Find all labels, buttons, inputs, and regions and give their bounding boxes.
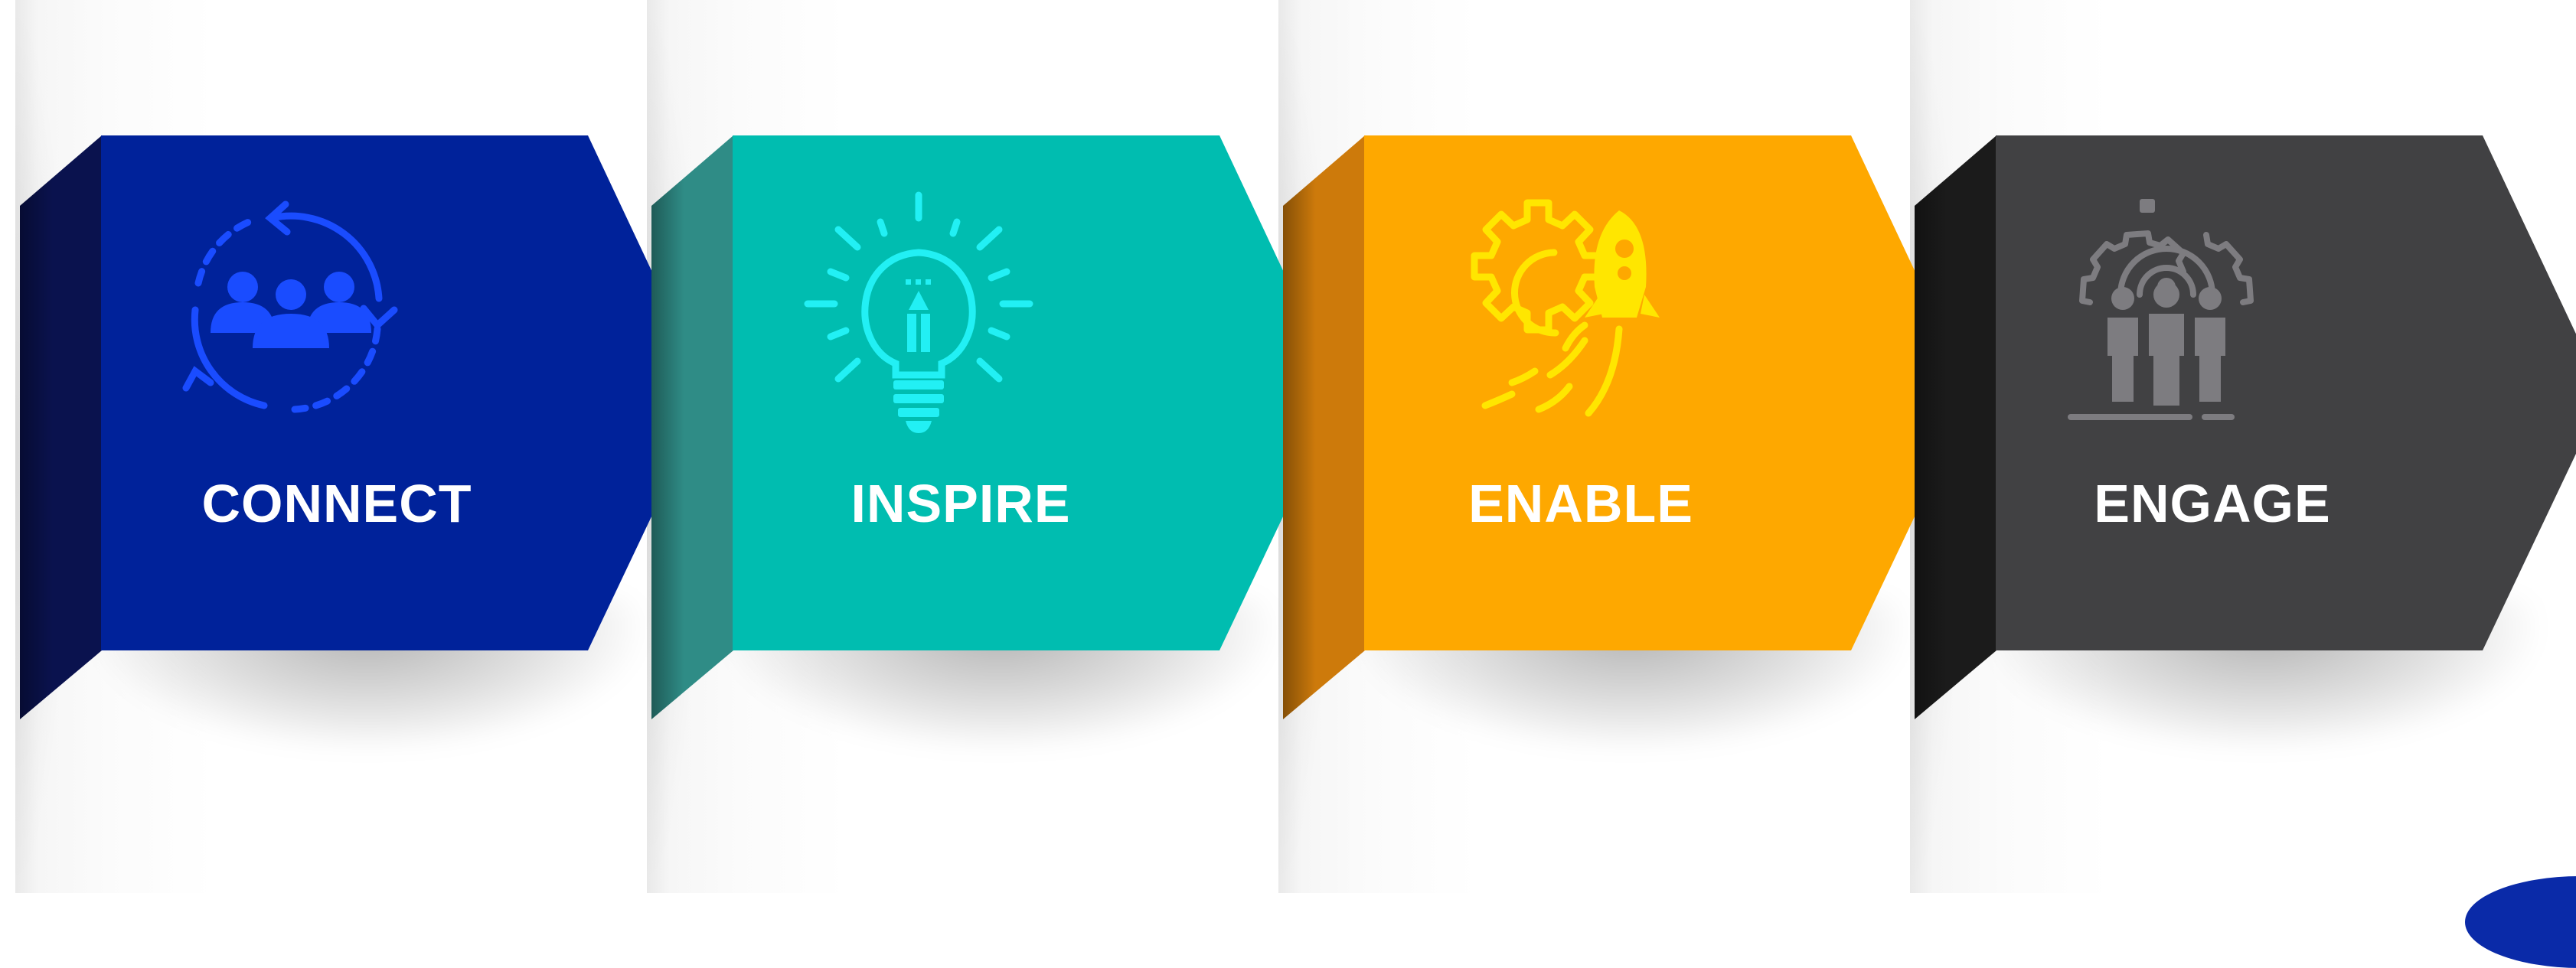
step-fold-connect bbox=[20, 135, 102, 719]
step-fold-enable bbox=[1283, 135, 1365, 719]
step-label-enable: ENABLE bbox=[1468, 474, 1693, 533]
step-fold-inspire bbox=[651, 135, 733, 719]
people-cycle-icon bbox=[182, 200, 398, 413]
gear-rocket-icon bbox=[1471, 199, 1660, 417]
step-label-inspire: INSPIRE bbox=[851, 474, 1071, 533]
step-label-engage: ENGAGE bbox=[2094, 474, 2331, 533]
step-label-connect: CONNECT bbox=[201, 474, 472, 533]
step-arrow-connect bbox=[101, 135, 710, 650]
step-fold-engage bbox=[1915, 135, 1996, 719]
step-arrow-enable bbox=[1364, 135, 1973, 650]
step-arrow-engage bbox=[1996, 135, 2576, 650]
lightbulb-icon bbox=[804, 191, 1033, 433]
process-diagram: CONNECT bbox=[15, 0, 2576, 968]
team-gear-icon bbox=[2068, 199, 2254, 420]
